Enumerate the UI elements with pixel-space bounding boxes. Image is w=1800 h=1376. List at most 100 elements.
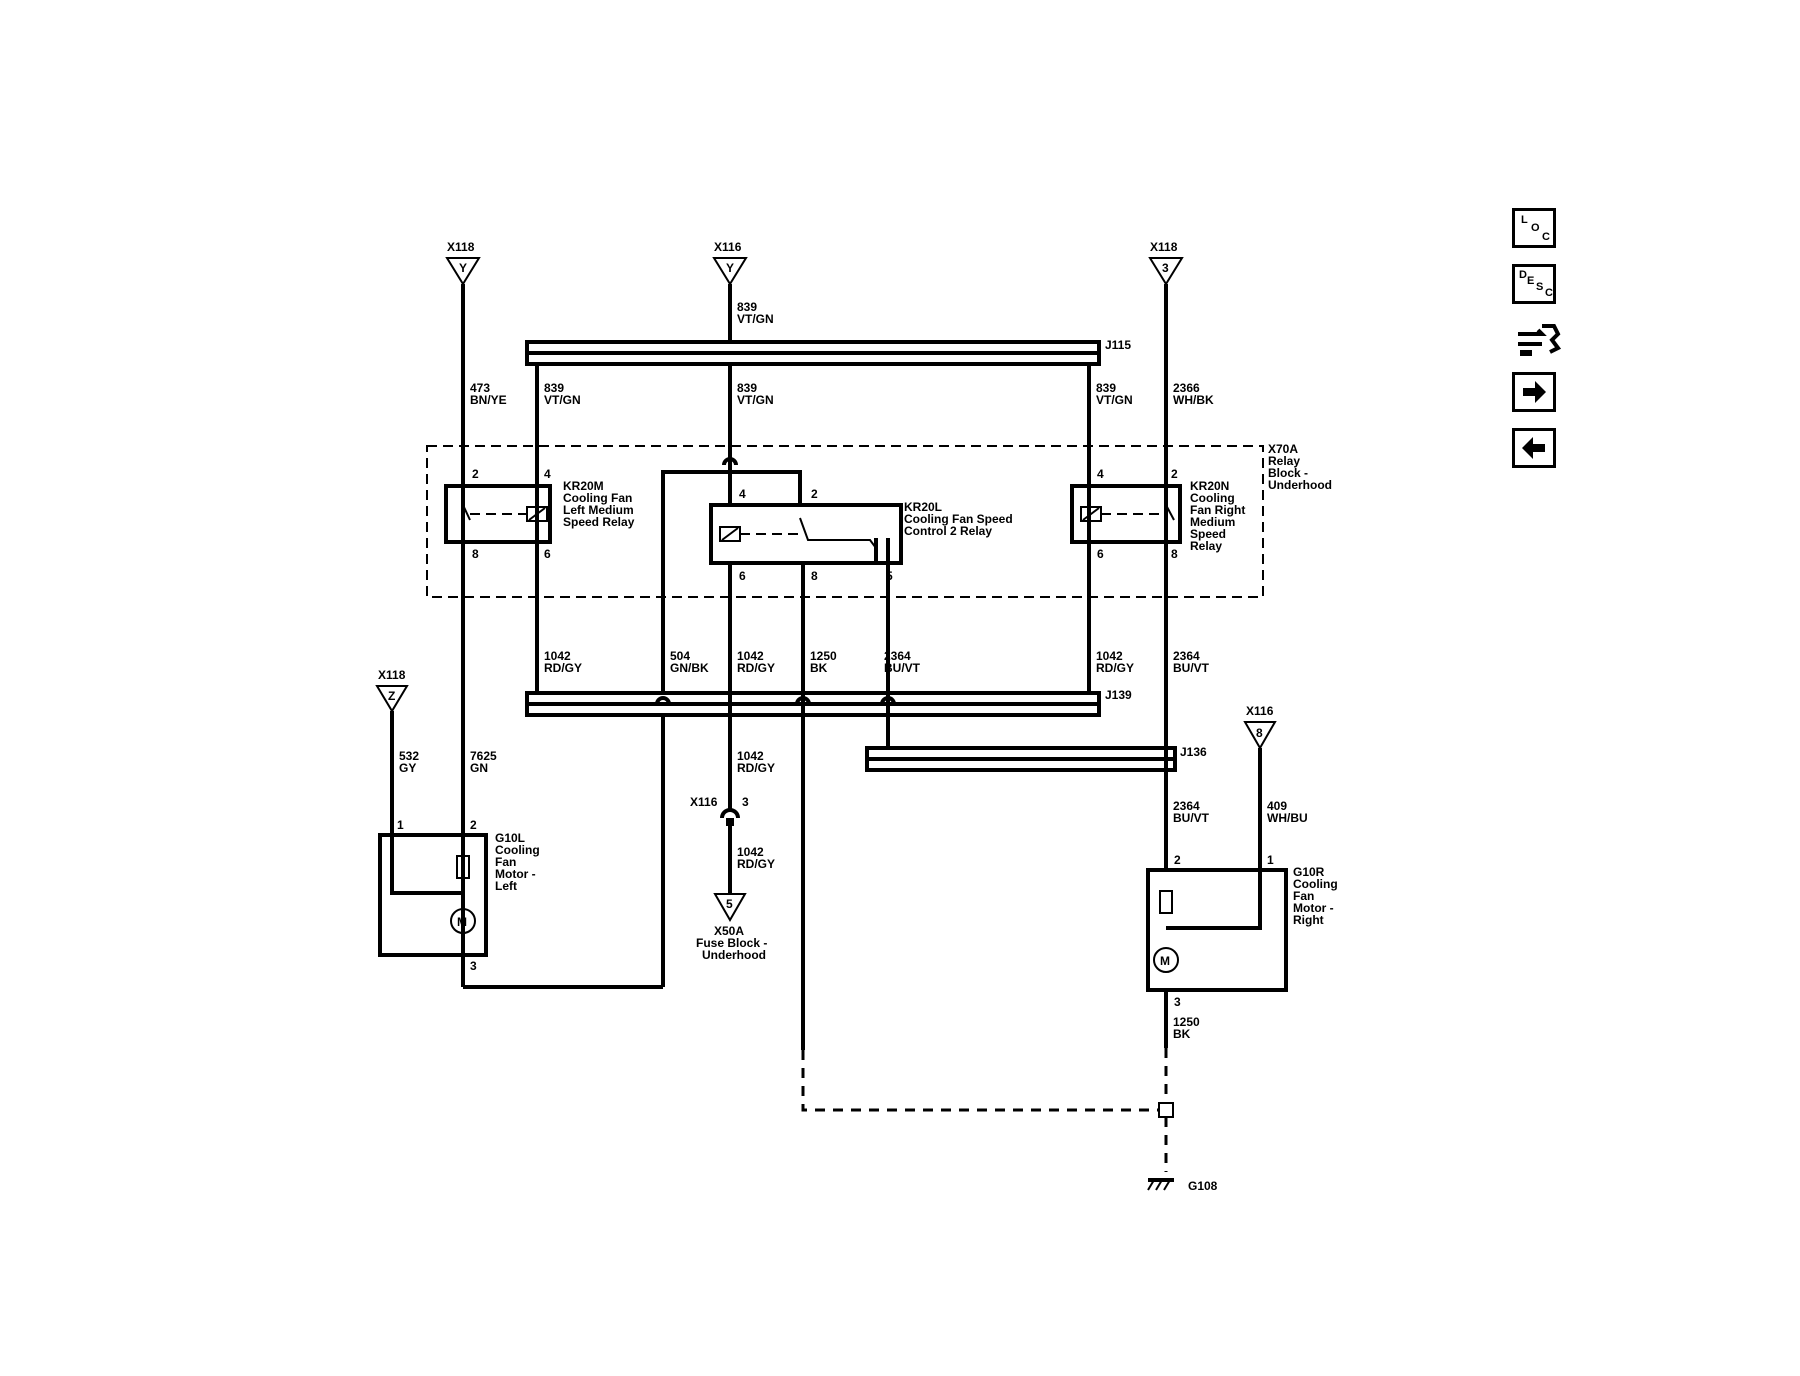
ground-g108: G108: [1147, 1178, 1218, 1193]
relay-block-label-4: Underhood: [1268, 478, 1332, 492]
wire-409-color: WH/BU: [1267, 811, 1308, 825]
relay-label-2: Cooling Fan: [563, 491, 632, 505]
ground-dashed-link: [801, 1050, 1160, 1112]
motor-resistor: [1159, 890, 1173, 914]
motor-symbol: [450, 908, 476, 934]
wire-1042-left-circuit: 1042: [544, 649, 571, 663]
wire-504-upper: [661, 470, 802, 693]
relay-block-x70a: X70A Relay Block - Underhood: [426, 442, 1332, 598]
relay-label-1: KR20M: [563, 479, 604, 493]
wire-473-circuit: 473: [470, 381, 490, 395]
wire-504-circuit: 504: [670, 649, 690, 663]
splice-bar-j115: J115: [525, 338, 1131, 366]
relay-pin-4: 4: [739, 487, 746, 501]
desc-letter-c: C: [1545, 287, 1553, 299]
splice-label-j139: J139: [1105, 688, 1132, 702]
wire-532-color: GY: [399, 761, 416, 775]
connector-view-button[interactable]: [1512, 320, 1562, 360]
desc-letter-d: D: [1519, 269, 1527, 281]
next-page-button[interactable]: [1512, 372, 1556, 412]
fuse-pin: 5: [726, 897, 733, 911]
wire-1042-low-circuit: 1042: [737, 749, 764, 763]
fuse-block-name: X50A: [714, 924, 744, 938]
motor-label-1: G10R: [1293, 865, 1325, 879]
relay-pin-4: 4: [1097, 467, 1104, 481]
wire-532-circuit: 532: [399, 749, 419, 763]
relay-block-label-3: Block -: [1268, 466, 1308, 480]
wire-2364-right-color: BU/VT: [1173, 661, 1210, 675]
motor-pin-3: 3: [1174, 995, 1181, 1009]
motor-resistor: [456, 855, 470, 879]
wire-1042-mid-circuit: 1042: [737, 649, 764, 663]
connector-pin: Y: [459, 261, 467, 275]
fuse-block-label-1: Fuse Block -: [696, 936, 767, 950]
wire-839-right-color: VT/GN: [1096, 393, 1133, 407]
wire-839-top-circuit: 839: [737, 300, 757, 314]
ground-label: G108: [1188, 1179, 1218, 1193]
fuse-block-x50a: 5 X50A Fuse Block - Underhood: [696, 893, 767, 962]
splice-bar-j136: J136: [865, 745, 1207, 772]
motor-g10l: 1 2 3 M G10L Cooling Fan Motor - Left: [378, 818, 540, 973]
wire-839-top-color: VT/GN: [737, 312, 774, 326]
connector-pin: 8: [1256, 726, 1263, 740]
connector-name: X118: [1150, 240, 1178, 254]
relay-pin-2: 2: [811, 487, 818, 501]
relay-label-4: Speed Relay: [563, 515, 635, 529]
wire-2364-mid-color: BU/VT: [884, 661, 921, 675]
connector-x118-y: X118 Y: [445, 240, 481, 286]
desc-letter-s: S: [1536, 281, 1544, 293]
wire-1042-right-circuit: 1042: [1096, 649, 1123, 663]
motor-pin-3: 3: [470, 959, 477, 973]
motor-label-1: G10L: [495, 831, 525, 845]
motor-label-4: Motor -: [495, 867, 536, 881]
wire-1042-right-color: RD/GY: [1096, 661, 1134, 675]
wire-1250-mid-circuit: 1250: [810, 649, 837, 663]
fuse-block-label-2: Underhood: [702, 948, 766, 962]
connector-name: X116: [714, 240, 742, 254]
wire-409: [1166, 748, 1262, 930]
relay-switch: [799, 517, 877, 563]
wire-crossover: [722, 457, 738, 466]
relay-kr20n: 4 2 6 8 KR20N Cooling Fan Right Medium S…: [1070, 467, 1245, 561]
description-button[interactable]: D E S C: [1512, 264, 1556, 304]
wire-1250-right-color: BK: [1173, 1027, 1191, 1041]
wire-839-mid-color: VT/GN: [737, 393, 774, 407]
relay-label-3: Left Medium: [563, 503, 634, 517]
loc-letter-o: O: [1531, 222, 1540, 234]
connector-x116-y: X116 Y: [712, 240, 748, 286]
loc-letter-l: L: [1521, 214, 1528, 226]
relay-pin-2: 2: [472, 467, 479, 481]
relay-switch: [462, 504, 471, 521]
relay-block-label-1: X70A: [1268, 442, 1298, 456]
relay-label-2: Cooling Fan Speed: [904, 512, 1013, 526]
connector-pin: 3: [1162, 261, 1169, 275]
connector-name: X118: [447, 240, 475, 254]
relay-block-label-2: Relay: [1268, 454, 1300, 468]
relay-pin-2: 2: [1171, 467, 1178, 481]
relay-label-2: Cooling: [1190, 491, 1235, 505]
motor-label-5: Right: [1293, 913, 1324, 927]
desc-letter-e: E: [1527, 275, 1535, 287]
relay-pin-8: 8: [472, 547, 479, 561]
motor-label-2: Cooling: [1293, 877, 1338, 891]
connector-x118-3: X118 3: [1148, 240, 1184, 286]
location-button[interactable]: L O C: [1512, 208, 1556, 248]
relay-label-4: Medium: [1190, 515, 1235, 529]
connector-x116-8: X116 8: [1243, 704, 1277, 751]
wire-2366-circuit: 2366: [1173, 381, 1200, 395]
motor-label-5: Left: [495, 879, 517, 893]
previous-page-button[interactable]: [1512, 428, 1556, 468]
connector-pin: Y: [726, 261, 734, 275]
motor-pin-1: 1: [1267, 853, 1274, 867]
relay-switch: [1165, 504, 1175, 521]
motor-pin-2: 2: [470, 818, 477, 832]
relay-coil: [526, 506, 548, 522]
relay-pin-5: 5: [886, 569, 893, 583]
relay-pin-8: 8: [811, 569, 818, 583]
arrow-left-icon: [1522, 437, 1545, 459]
relay-label-6: Relay: [1190, 539, 1222, 553]
motor-g10r: 2 1 3 M G10R Cooling Fan Motor - Right: [1146, 853, 1338, 1009]
connector-x116-inline: X116 3: [690, 795, 749, 826]
relay-label-5: Speed: [1190, 527, 1226, 541]
